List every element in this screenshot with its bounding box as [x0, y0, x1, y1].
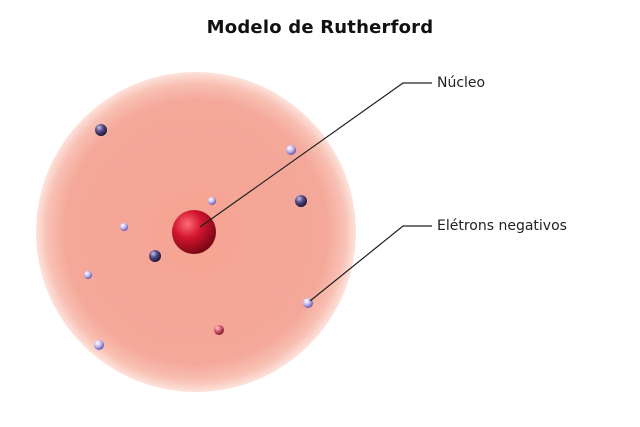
- nucleus-label: Núcleo: [437, 75, 486, 91]
- electron: [149, 250, 161, 262]
- electron: [286, 145, 296, 155]
- electron: [120, 223, 128, 231]
- electron: [95, 124, 107, 136]
- nucleus-leader-line: [199, 82, 432, 228]
- electrons-leader-line: [309, 225, 432, 302]
- nucleus: [172, 210, 216, 254]
- diagram-title: Modelo de Rutherford: [206, 17, 434, 38]
- electron: [94, 340, 104, 350]
- electron: [84, 271, 92, 279]
- electron: [214, 325, 224, 335]
- electron: [208, 197, 216, 205]
- electrons-label: Elétrons negativos: [437, 218, 567, 234]
- electron: [295, 195, 307, 207]
